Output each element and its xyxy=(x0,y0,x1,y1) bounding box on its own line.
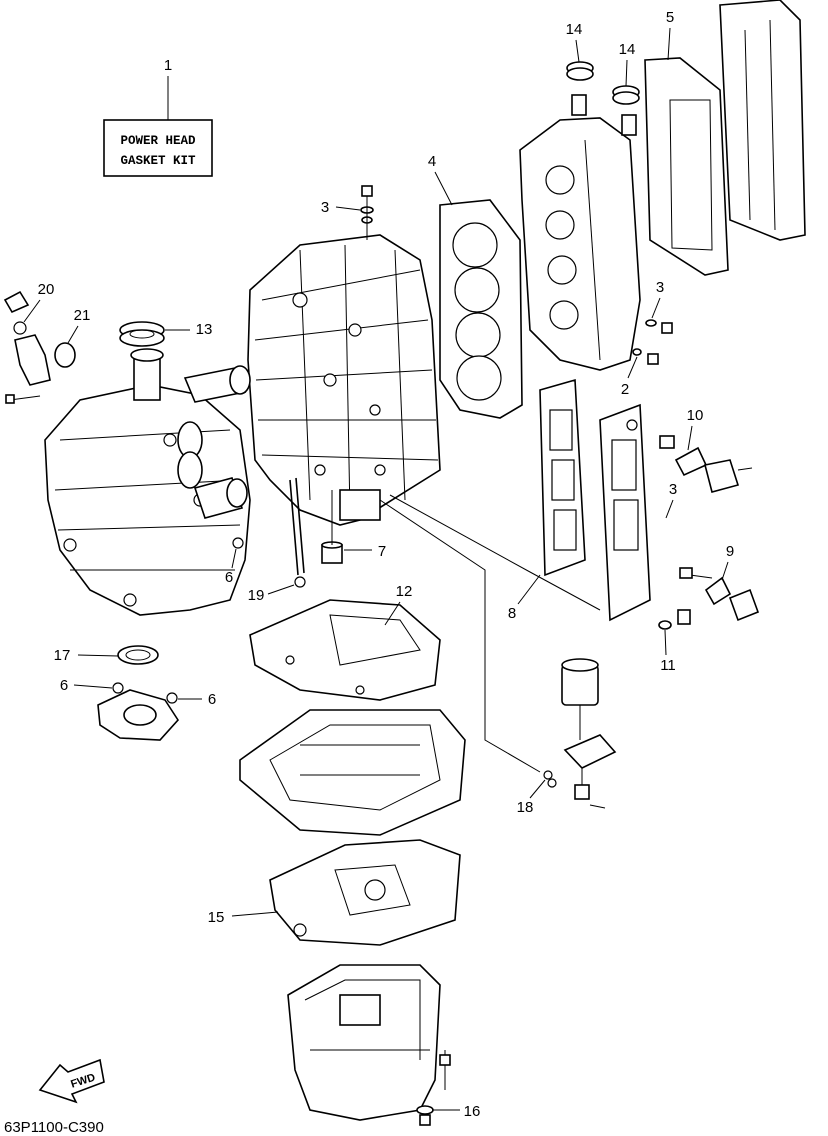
thermostat-10 xyxy=(659,435,753,493)
svg-text:19: 19 xyxy=(248,587,265,604)
gasket-15 xyxy=(269,839,461,946)
svg-text:9: 9 xyxy=(726,543,734,560)
callout-6-pump-right[interactable]: 6 xyxy=(178,691,216,708)
callout-16[interactable]: 16 xyxy=(432,1103,480,1120)
callout-3-lower[interactable]: 3 xyxy=(665,481,677,519)
callout-17[interactable]: 17 xyxy=(54,647,119,664)
svg-text:6: 6 xyxy=(208,691,216,708)
svg-text:17: 17 xyxy=(54,647,71,664)
callout-15[interactable]: 15 xyxy=(208,909,279,926)
seal-14-a xyxy=(566,61,594,81)
callout-8[interactable]: 8 xyxy=(508,574,541,622)
part-11 xyxy=(658,609,691,630)
svg-text:6: 6 xyxy=(60,677,68,694)
callout-9[interactable]: 9 xyxy=(721,543,734,581)
callout-6-pump-left[interactable]: 6 xyxy=(60,677,113,694)
seal-14-b xyxy=(612,85,640,105)
block-bolt xyxy=(360,185,374,240)
seal-17 xyxy=(117,645,159,665)
svg-text:7: 7 xyxy=(378,543,386,560)
callout-20[interactable]: 20 xyxy=(23,281,55,323)
cover-gasket-5 xyxy=(644,57,729,276)
kit-label-line2: GASKET KIT xyxy=(120,154,196,168)
callout-2[interactable]: 2 xyxy=(621,356,638,398)
callout-11[interactable]: 11 xyxy=(660,629,676,674)
callout-14-right[interactable]: 14 xyxy=(619,41,636,87)
oil-seal-13 xyxy=(119,321,165,347)
oil-pan-upper xyxy=(239,709,466,836)
callout-3-right[interactable]: 3 xyxy=(651,279,664,319)
cylinder-block xyxy=(247,234,441,526)
svg-text:18: 18 xyxy=(517,799,534,816)
callout-19[interactable]: 19 xyxy=(248,584,295,604)
svg-text:20: 20 xyxy=(38,281,55,298)
oil-pan-lower xyxy=(287,964,441,1121)
crankshaft-pistons xyxy=(130,348,251,519)
callout-5[interactable]: 5 xyxy=(666,9,674,61)
svg-text:2: 2 xyxy=(621,381,629,398)
callout-21[interactable]: 21 xyxy=(67,307,91,344)
gasket-kit-label-box: POWER HEAD GASKET KIT xyxy=(103,119,213,177)
callout-14-left[interactable]: 14 xyxy=(566,21,583,63)
svg-text:3: 3 xyxy=(321,199,329,216)
svg-text:1: 1 xyxy=(164,57,172,74)
svg-text:15: 15 xyxy=(208,909,225,926)
exhaust-gasket-8 xyxy=(539,378,586,577)
fwd-arrow-icon: FWD xyxy=(38,1058,105,1104)
svg-text:21: 21 xyxy=(74,307,91,324)
svg-text:3: 3 xyxy=(669,481,677,498)
hose-19 xyxy=(289,477,306,588)
svg-text:12: 12 xyxy=(396,583,413,600)
plug-7 xyxy=(321,490,343,564)
callout-6-left[interactable]: 6 xyxy=(225,548,237,586)
o-ring-6a xyxy=(232,537,244,549)
svg-text:6: 6 xyxy=(225,569,233,586)
cover-9 xyxy=(679,567,760,622)
callout-18[interactable]: 18 xyxy=(517,779,546,816)
callout-4[interactable]: 4 xyxy=(428,153,453,206)
oil-pump xyxy=(97,682,180,741)
callout-10[interactable]: 10 xyxy=(687,407,704,451)
head-cover xyxy=(719,0,806,241)
svg-text:10: 10 xyxy=(687,407,704,424)
fitting-20-21 xyxy=(3,290,76,404)
svg-text:4: 4 xyxy=(428,153,436,170)
callout-3-top[interactable]: 3 xyxy=(321,199,361,216)
head-bolts xyxy=(632,319,673,365)
svg-text:14: 14 xyxy=(619,41,636,58)
kit-label-line1: POWER HEAD xyxy=(120,134,196,148)
svg-text:14: 14 xyxy=(566,21,583,38)
svg-text:5: 5 xyxy=(666,9,674,26)
exhaust-cover xyxy=(599,403,651,622)
oil-filter xyxy=(543,658,617,809)
cylinder-head xyxy=(519,94,641,371)
callout-1[interactable]: 1 xyxy=(164,57,172,120)
callout-12[interactable]: 12 xyxy=(384,583,413,626)
svg-text:13: 13 xyxy=(196,321,213,338)
gasket-12 xyxy=(249,599,441,701)
svg-text:8: 8 xyxy=(508,605,516,622)
svg-text:16: 16 xyxy=(464,1103,481,1120)
callout-13[interactable]: 13 xyxy=(165,321,212,338)
drawing-code: 63P1100-C390 xyxy=(4,1119,104,1136)
callout-7[interactable]: 7 xyxy=(344,543,386,560)
svg-text:3: 3 xyxy=(656,279,664,296)
head-gasket xyxy=(439,199,523,419)
svg-text:11: 11 xyxy=(660,657,676,674)
